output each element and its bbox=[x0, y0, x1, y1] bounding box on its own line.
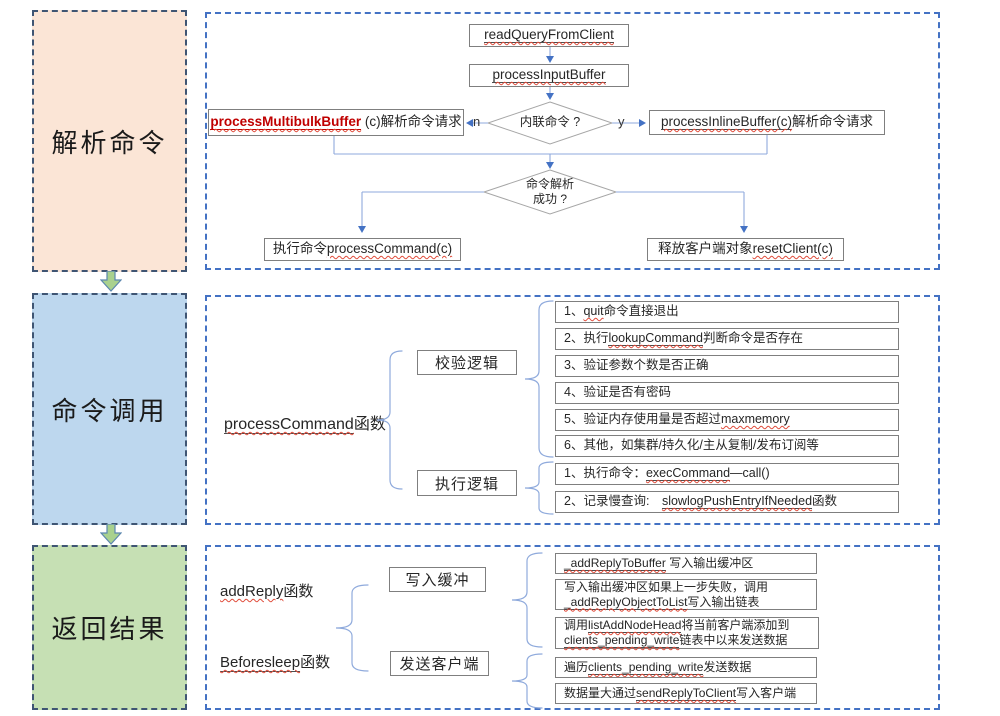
label-process-command-function: processCommand函数 bbox=[224, 416, 386, 434]
check-item-5: 5、验证内存使用量是否超过maxmemory bbox=[555, 409, 899, 431]
brace-process-command bbox=[376, 350, 403, 490]
exec-item-1: 1、执行命令：execCommand—call() bbox=[555, 463, 899, 485]
label-add-reply-function: addReply函数 bbox=[220, 583, 314, 600]
stage-down-arrow-icon bbox=[100, 271, 122, 292]
stage-parse-command: 解析命令 bbox=[32, 10, 187, 272]
stage-result-label: 返回结果 bbox=[51, 614, 168, 644]
flow-node-exec-process-command: 执行命令processCommand(c) bbox=[264, 238, 461, 261]
stage-command-invoke: 命令调用 bbox=[32, 293, 187, 525]
flow-connectors bbox=[333, 47, 768, 233]
decision-inline-command: 内联命令 ? bbox=[519, 115, 581, 130]
label-send-client: 发送客户端 bbox=[390, 651, 489, 676]
panel-return-result: addReply函数 Beforesleep函数 写入缓冲 发送客户端 _add… bbox=[205, 545, 940, 710]
buffer-item-1: _addReplyToBuffer 写入输出缓冲区 bbox=[555, 553, 817, 574]
exec-item-2: 2、记录慢查询: slowlogPushEntryIfNeeded函数 bbox=[555, 491, 899, 513]
stage-down-arrow-icon bbox=[100, 524, 122, 545]
label-exec-logic: 执行逻辑 bbox=[417, 470, 517, 496]
label-beforesleep-function: Beforesleep函数 bbox=[220, 654, 331, 672]
branch-label-yes: y bbox=[618, 114, 625, 129]
stage-invoke-label: 命令调用 bbox=[51, 395, 168, 426]
check-item-2: 2、执行lookupCommand判断命令是否存在 bbox=[555, 328, 899, 350]
brace-functions bbox=[335, 584, 369, 672]
label-check-logic: 校验逻辑 bbox=[417, 350, 517, 375]
check-item-3: 3、验证参数个数是否正确 bbox=[555, 355, 899, 377]
buffer-item-2: 写入输出缓冲区如果上一步失败，调用_addReplyObjectToList写入… bbox=[555, 579, 817, 610]
label-write-buffer: 写入缓冲 bbox=[389, 567, 486, 592]
branch-label-no: n bbox=[473, 114, 481, 129]
stage-return-result: 返回结果 bbox=[32, 545, 187, 710]
flow-node-read-query-from-client: readQueryFromClient bbox=[469, 24, 629, 47]
stage-parse-label: 解析命令 bbox=[51, 127, 168, 158]
brace-exec-items bbox=[524, 461, 554, 515]
brace-check-items bbox=[524, 300, 554, 458]
flow-node-reset-client: 释放客户端对象resetClient(c) bbox=[647, 238, 844, 261]
check-item-6: 6、其他，如集群/持久化/主从复制/发布订阅等 bbox=[555, 435, 899, 457]
check-item-4: 4、验证是否有密码 bbox=[555, 382, 899, 404]
flow-node-process-inline-buffer: processInlineBuffer(c)解析命令请求 bbox=[649, 110, 885, 135]
flow-node-process-multibulk-buffer: processMultibulkBuffer (c)解析命令请求 bbox=[208, 109, 464, 136]
brace-buffer-items bbox=[511, 552, 543, 648]
check-item-1: 1、quit命令直接退出 bbox=[555, 301, 899, 323]
brace-send-items bbox=[511, 653, 543, 709]
panel-parse-command: readQueryFromClient processInputBuffer 内… bbox=[205, 12, 940, 270]
flow-node-process-input-buffer: processInputBuffer bbox=[469, 64, 629, 87]
panel-command-invoke: processCommand函数 校验逻辑 执行逻辑 1、quit命令直接退出 … bbox=[205, 295, 940, 525]
send-item-2: 数据量大通过sendReplyToClient写入客户端 bbox=[555, 683, 817, 704]
decision-parse-success: 命令解析成功 ? bbox=[525, 177, 574, 206]
send-item-1: 遍历clients_pending_write发送数据 bbox=[555, 657, 817, 678]
